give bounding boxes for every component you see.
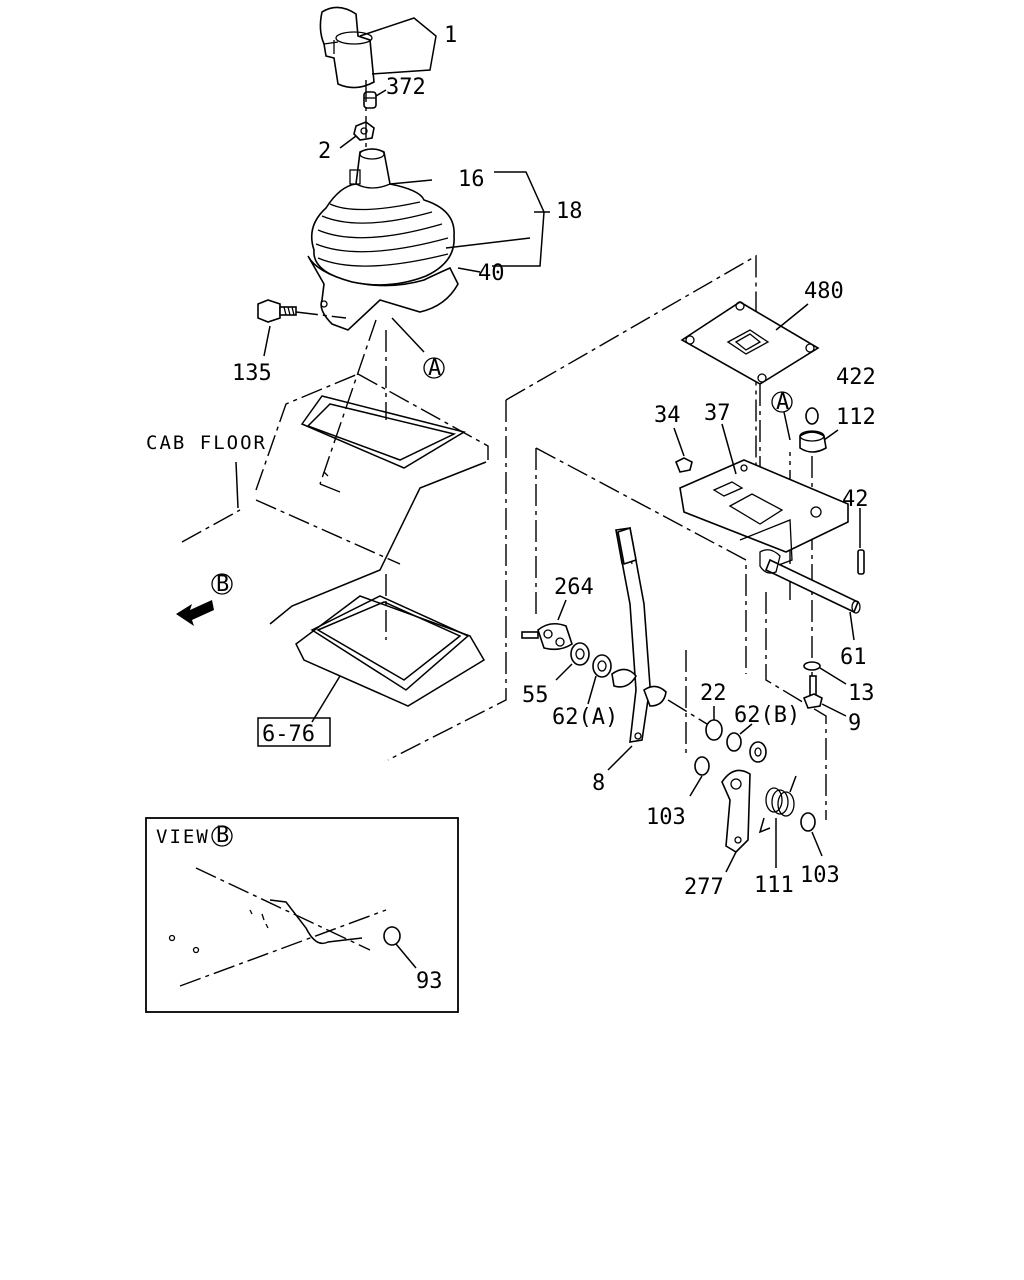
lever-8 (611, 526, 667, 743)
washer-55 (570, 642, 590, 666)
cab-floor (181, 319, 489, 707)
leader-cab-floor (235, 461, 239, 509)
label-part-55: 55 (522, 683, 549, 708)
label-part-16: 16 (458, 167, 485, 192)
label-part-61: 61 (840, 645, 867, 670)
label-ref-a-top: A (428, 356, 441, 381)
label-part-277: 277 (684, 875, 724, 900)
label-cab-floor: CAB FLOOR (146, 432, 267, 454)
bushing-22 (705, 719, 723, 741)
ref-a-circle-top (423, 357, 445, 379)
label-part-42: 42 (842, 487, 869, 512)
bushing-62a (592, 654, 612, 678)
ref-a-circle-plate (771, 391, 793, 413)
arrow-icon (176, 600, 214, 626)
label-part-62a: 62(A) (552, 705, 618, 730)
view-b-frame (145, 817, 459, 1013)
plate-480 (680, 301, 820, 385)
boot-plate-40 (307, 255, 459, 331)
label-ref-a-plate: A (776, 390, 789, 415)
lever-knob (319, 6, 375, 89)
nut-34 (674, 457, 693, 473)
bolt-135 (257, 299, 297, 323)
label-part-8: 8 (592, 771, 605, 796)
leader-18-40 (492, 171, 545, 267)
label-part-422: 422 (836, 365, 876, 390)
bolt-9 (802, 675, 823, 709)
label-part-111: 111 (754, 873, 794, 898)
cable-clamp-264 (521, 622, 573, 651)
bushing-62b (726, 732, 742, 752)
spring-111 (758, 775, 797, 834)
lever-boot (310, 148, 455, 286)
label-part-34: 34 (654, 403, 681, 428)
label-part-103-left: 103 (646, 805, 686, 830)
label-part-13: 13 (848, 681, 875, 706)
leader-16 (389, 179, 433, 185)
view-ref-circle (211, 825, 233, 847)
label-view-ref: B (216, 823, 229, 848)
label-part-1: 1 (444, 23, 457, 48)
label-view: VIEW (156, 826, 210, 848)
ref-box-6-76 (257, 717, 331, 747)
view-b-detail (168, 867, 401, 987)
label-part-103-right: 103 (800, 863, 840, 888)
shaft-61 (759, 549, 861, 614)
label-part-135: 135 (232, 361, 272, 386)
label-part-2: 2 (318, 139, 331, 164)
collar-103-left (694, 756, 710, 776)
leader-1 (359, 17, 437, 75)
label-ref-b: B (216, 572, 229, 597)
label-part-264: 264 (554, 575, 594, 600)
label-part-18: 18 (556, 199, 583, 224)
label-part-40: 40 (478, 261, 505, 286)
label-part-22: 22 (700, 681, 727, 706)
label-part-93: 93 (416, 969, 443, 994)
collar-103-right (800, 812, 816, 832)
nut-2 (353, 121, 375, 141)
label-part-372: 372 (386, 75, 426, 100)
lever-arm-277 (721, 769, 751, 854)
label-ref-box: 6-76 (262, 722, 315, 747)
label-part-9: 9 (848, 711, 861, 736)
pin-42 (857, 549, 865, 575)
ref-b-circle (211, 573, 233, 595)
label-part-112: 112 (836, 405, 876, 430)
label-part-62b: 62(B) (734, 703, 800, 728)
washer-13 (803, 661, 821, 671)
label-part-37: 37 (704, 401, 731, 426)
label-part-480: 480 (804, 279, 844, 304)
grommet-112 (799, 407, 827, 453)
bracket-37 (679, 459, 849, 567)
